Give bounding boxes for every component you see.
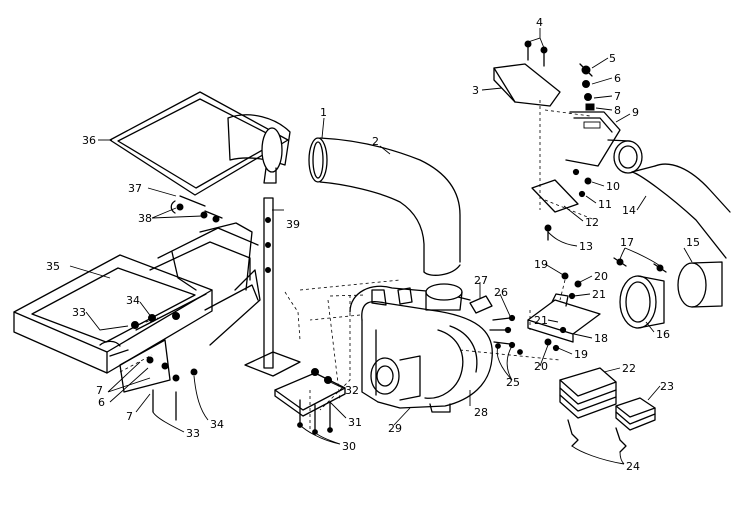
part-10-11-fasteners <box>572 168 592 198</box>
part-28-29-blower <box>349 283 493 413</box>
part-23-pad <box>615 397 656 431</box>
callout-26: 26 <box>494 286 508 299</box>
callout-6b: 6 <box>98 396 105 409</box>
callout-32: 32 <box>345 384 359 397</box>
callout-6: 6 <box>614 72 621 85</box>
callout-25: 25 <box>506 376 520 389</box>
callout-35: 35 <box>46 260 60 273</box>
part-5-8-hardware <box>579 63 595 111</box>
callout-19: 19 <box>534 258 548 271</box>
callout-labels: 1 2 3 4 5 6 7 8 9 10 11 12 13 14 15 16 1… <box>46 16 700 473</box>
callout-38: 38 <box>138 212 152 225</box>
callout-4: 4 <box>536 16 543 29</box>
callout-24: 24 <box>626 460 640 473</box>
part-22-bag <box>559 367 617 419</box>
callout-33b: 33 <box>186 427 200 440</box>
callout-27: 27 <box>474 274 488 287</box>
callout-16: 16 <box>656 328 670 341</box>
callout-15: 15 <box>686 236 700 249</box>
part-18-mount-bracket <box>527 293 601 343</box>
callout-17: 17 <box>620 236 634 249</box>
part-6-7-33-34-fasteners <box>109 312 198 421</box>
callout-23: 23 <box>660 380 674 393</box>
callout-12: 12 <box>585 216 599 229</box>
part-15-clamp <box>677 261 723 308</box>
part-39-upright-post <box>244 197 301 377</box>
part-37-38-bolts <box>170 195 223 223</box>
callout-29: 29 <box>388 422 402 435</box>
callout-5: 5 <box>609 52 616 65</box>
part-27-bracket <box>469 295 493 314</box>
alignment-lines <box>119 100 596 430</box>
part-9-chute-housing <box>565 111 643 174</box>
part-30-32-fasteners <box>297 368 333 435</box>
callout-39: 39 <box>286 218 300 231</box>
callout-13: 13 <box>579 240 593 253</box>
callout-2: 2 <box>372 135 379 148</box>
callout-31: 31 <box>348 416 362 429</box>
part-2-elbow-hose <box>308 137 461 276</box>
callout-8: 8 <box>614 104 621 117</box>
callout-21: 21 <box>592 288 606 301</box>
callout-10: 10 <box>606 180 620 193</box>
callout-14: 14 <box>622 204 636 217</box>
part-25-26-screws <box>489 314 523 355</box>
callout-7: 7 <box>614 90 621 103</box>
part-12-bracket <box>531 179 579 213</box>
callout-22: 22 <box>622 362 636 375</box>
mounting-plate <box>274 372 346 417</box>
part-36-grille-frame <box>109 91 291 196</box>
callout-21b: 21 <box>534 314 548 327</box>
part-24-clips <box>567 419 627 453</box>
part-3-deflector <box>493 63 561 107</box>
callout-34b: 34 <box>210 418 224 431</box>
callout-37: 37 <box>128 182 142 195</box>
callout-28: 28 <box>474 406 488 419</box>
callout-33: 33 <box>72 306 86 319</box>
callout-19b: 19 <box>574 348 588 361</box>
callout-34: 34 <box>126 294 140 307</box>
callout-3: 3 <box>472 84 479 97</box>
part-16-outlet-ring <box>619 275 665 329</box>
callout-18: 18 <box>594 332 608 345</box>
callout-11: 11 <box>598 198 612 211</box>
callout-7b: 7 <box>96 384 103 397</box>
callout-7c: 7 <box>126 410 133 423</box>
callout-9: 9 <box>632 106 639 119</box>
leader-lines <box>69 28 693 465</box>
part-4-bolts <box>524 40 548 67</box>
callout-1: 1 <box>320 106 327 119</box>
part-14-hose <box>631 163 731 259</box>
callout-20: 20 <box>594 270 608 283</box>
callout-30: 30 <box>342 440 356 453</box>
frame-stand <box>119 222 261 393</box>
callout-20b: 20 <box>534 360 548 373</box>
callout-36: 36 <box>82 134 96 147</box>
